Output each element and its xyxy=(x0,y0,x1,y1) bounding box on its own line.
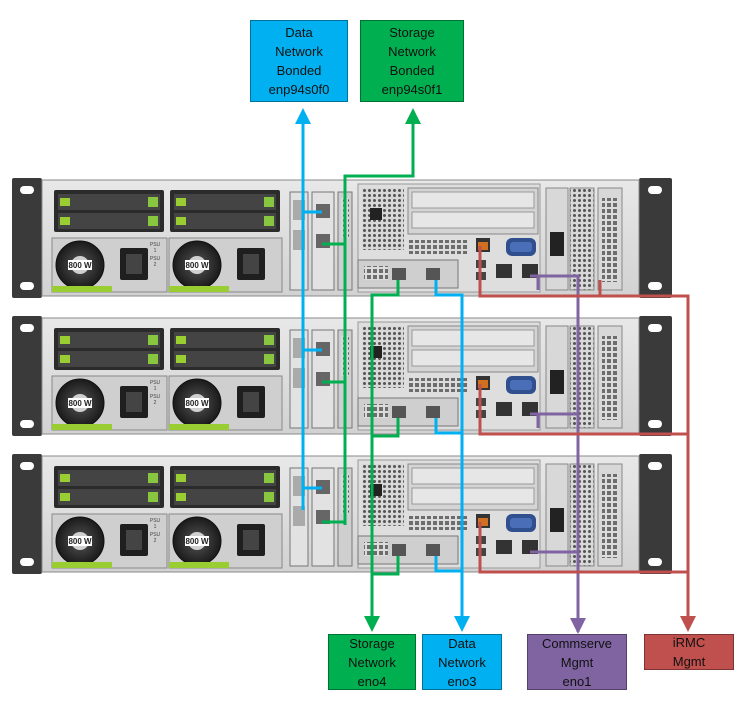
label-line: Network xyxy=(388,44,436,59)
label-storage-network-bonded: Storage Network Bonded enp94s0f1 xyxy=(360,20,464,102)
psu-wattage-label: 800 W xyxy=(185,537,209,546)
label-line: Network xyxy=(275,44,323,59)
label-line: Storage xyxy=(349,635,395,651)
psu-slot-text: PSU xyxy=(150,518,161,524)
server-3 xyxy=(11,453,673,575)
label-line: enp94s0f0 xyxy=(268,82,330,97)
psu-slot-text: PSU xyxy=(150,380,161,386)
irmc-cable xyxy=(478,246,690,628)
psu-slot-text: 2 xyxy=(154,400,157,406)
label-line: eno4 xyxy=(357,673,387,689)
storage-eno4-cable xyxy=(370,280,400,628)
arrowheads xyxy=(295,108,696,634)
label-line: Data xyxy=(285,25,313,40)
psu-slot-text: PSU xyxy=(150,532,161,538)
label-storage-network-eno4: Storage Network eno4 xyxy=(328,634,416,690)
label-commserve-mgmt-eno1: Commserve Mgmt eno1 xyxy=(527,634,627,690)
label-line: enp94s0f1 xyxy=(381,82,443,97)
data-eno3-cable xyxy=(434,280,464,628)
label-line: Mgmt xyxy=(672,654,706,669)
psu-slot-text: PSU xyxy=(150,242,161,248)
label-irmc-mgmt: iRMC Mgmt xyxy=(644,634,734,670)
psu-slot-text: 1 xyxy=(154,248,157,254)
psu-slot-text: 2 xyxy=(154,538,157,544)
label-line: Bonded xyxy=(276,63,322,78)
psu-slot-text: PSU xyxy=(150,256,161,262)
psu-wattage-label: 800 W xyxy=(185,399,209,408)
label-data-network-bonded: Data Network Bonded enp94s0f0 xyxy=(250,20,348,102)
psu-wattage-label: 800 W xyxy=(68,537,92,546)
psu-slot-text: 2 xyxy=(154,262,157,268)
label-line: Mgmt xyxy=(560,654,594,670)
label-line: Network xyxy=(438,654,486,670)
data-bonded-cable xyxy=(301,120,322,510)
label-line: eno3 xyxy=(447,673,477,689)
psu-slot-text: 1 xyxy=(154,386,157,392)
label-line: Storage xyxy=(389,25,435,40)
label-line: Network xyxy=(348,654,396,670)
psu-wattage-label: 800 W xyxy=(68,399,92,408)
psu-slot-text: PSU xyxy=(150,394,161,400)
label-line: Bonded xyxy=(389,63,435,78)
label-line: eno1 xyxy=(562,673,592,689)
server-1 xyxy=(11,177,673,299)
storage-bonded-cable xyxy=(322,120,415,525)
label-line: Commserve xyxy=(541,635,613,651)
server-2 xyxy=(11,315,673,437)
commserve-eno1-cable xyxy=(530,274,580,632)
psu-wattage-label: 800 W xyxy=(68,261,92,270)
label-data-network-eno3: Data Network eno3 xyxy=(422,634,502,690)
psu-wattage-label: 800 W xyxy=(185,261,209,270)
label-line: iRMC xyxy=(672,635,706,650)
psu-slot-text: 1 xyxy=(154,524,157,530)
label-line: Data xyxy=(448,635,476,651)
